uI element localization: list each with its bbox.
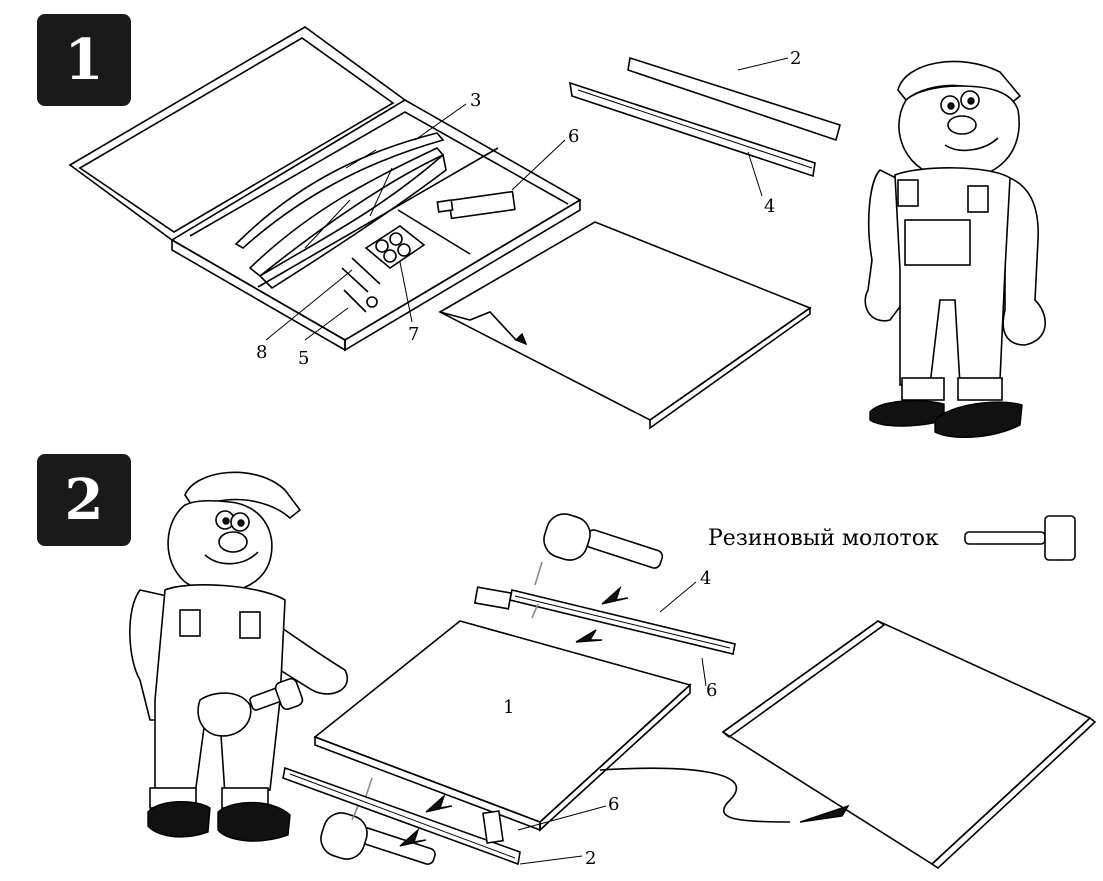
callout-step1-8: 8	[256, 342, 267, 363]
sheet-1	[313, 620, 692, 832]
mallet-icon	[320, 812, 436, 865]
glue-tube-icon	[436, 190, 516, 220]
callout-step1-3: 3	[470, 90, 481, 111]
profile-2	[627, 56, 841, 142]
tool-label: Резиновый молоток	[708, 526, 939, 551]
canopy-frame	[234, 132, 447, 290]
callout-step2-4: 4	[700, 568, 711, 589]
step-1-number: 1	[64, 27, 104, 93]
mallet-icon	[964, 515, 1076, 561]
callout-step2-6-bottom: 6	[608, 794, 619, 815]
profile-2	[282, 766, 521, 866]
worker-figure	[864, 60, 1047, 439]
callout-step1-6: 6	[568, 126, 579, 147]
profile-4	[569, 81, 816, 178]
callout-step1-7: 7	[408, 324, 419, 345]
screw-icon	[341, 257, 381, 313]
callout-step1-4: 4	[764, 196, 775, 217]
callout-step1-2: 2	[790, 48, 801, 69]
caps-blister	[364, 225, 426, 269]
polycarbonate-sheet	[438, 221, 812, 430]
callout-step2-1: 1	[503, 697, 514, 718]
mallet-icon	[543, 513, 664, 569]
glue-tube-icon	[473, 586, 513, 844]
step-1-badge: 1	[37, 14, 131, 106]
arrow-icon	[351, 561, 629, 847]
assembled-panel	[599, 620, 1097, 870]
step-2-badge: 2	[37, 454, 131, 546]
callout-step2-6-top: 6	[706, 680, 717, 701]
step-2-number: 2	[64, 467, 104, 533]
callout-step2-2: 2	[585, 848, 596, 869]
worker-figure	[129, 471, 348, 842]
callout-step1-5: 5	[298, 348, 309, 369]
